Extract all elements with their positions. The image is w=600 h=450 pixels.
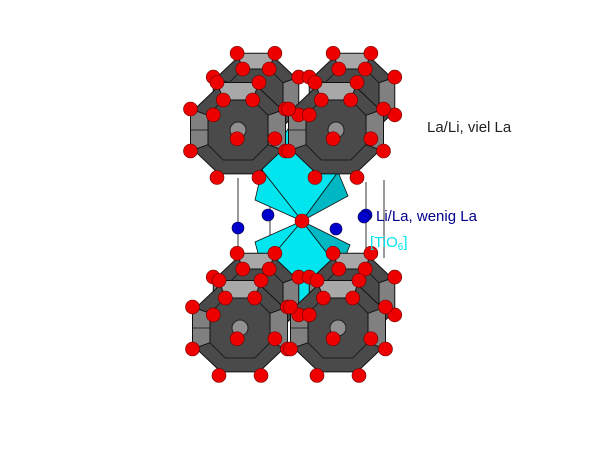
oxygen-atom [209,75,225,90]
oxygen-atom [325,131,341,147]
oxygen-atom [251,75,267,90]
polyhedron-layers [190,52,396,373]
oxygen-atom [315,290,331,306]
oxygen-atom [378,341,393,357]
oxygen-atom [253,273,269,288]
label-la-li-rich: La/Li, viel La [427,119,512,136]
oxygen-atom [216,92,231,108]
atoms [183,45,403,383]
oxygen-atom [267,245,283,261]
oxygen-atom [309,273,325,288]
oxygen-atom [376,101,391,117]
oxygen-atom [251,170,267,185]
oxygen-atom [283,299,298,315]
oxygen-atom [351,273,367,288]
oxygen-atom [387,269,403,285]
oxygen-atom [345,290,361,306]
oxygen-atom [343,92,359,108]
oxygen-atom [281,101,296,117]
label-tio6-subscript: 6 [397,242,404,253]
oxygen-atom [301,107,317,123]
oxygen-atom [267,131,283,147]
oxygen-atom [283,341,298,357]
li-la-atom [329,222,343,236]
oxygen-atom [387,69,403,85]
oxygen-atom [351,368,367,383]
oxygen-atom [229,131,245,147]
oxygen-atom [205,107,221,123]
oxygen-atom [261,261,277,277]
label-tio6: [TiO6] [370,234,408,253]
oxygen-atom [209,170,225,185]
oxygen-atom [267,331,283,347]
oxygen-atom [185,341,200,357]
oxygen-atom [309,368,325,383]
oxygen-atom [229,331,245,347]
oxygen-atom [281,143,296,159]
oxygen-atom [301,307,317,323]
oxygen-atom [307,75,323,90]
oxygen-atom [357,61,373,77]
label-tio6-suffix: ] [403,234,408,251]
oxygen-atom [294,213,310,229]
polyhedron-block [290,280,386,373]
oxygen-atom [363,245,379,261]
oxygen-atom [325,45,341,61]
oxygen-atom [218,290,233,306]
oxygen-atom [331,261,347,277]
oxygen-atom [349,75,365,90]
li-la-atom [357,210,371,224]
oxygen-atom [247,290,262,306]
oxygen-atom [378,299,393,315]
oxygen-atom [363,331,379,347]
oxygen-atom [313,92,329,108]
oxygen-atom [229,45,245,61]
label-tio6-prefix: [TiO [370,234,398,251]
oxygen-atom [325,245,341,261]
oxygen-atom [363,131,379,147]
oxygen-atom [211,368,227,383]
oxygen-atom [349,170,365,185]
li-la-atom [261,208,275,222]
oxygen-atom [183,101,198,117]
oxygen-atom [357,261,373,277]
oxygen-atom [205,307,221,323]
oxygen-atom [307,170,323,185]
oxygen-atom [325,331,341,347]
oxygen-atom [253,368,269,383]
oxygen-atom [331,61,347,77]
oxygen-atom [185,299,200,315]
label-li-la-poor: Li/La, wenig La [376,208,477,225]
oxygen-atom [183,143,198,159]
li-la-atom [231,221,245,235]
oxygen-atom [245,92,260,108]
oxygen-atom [363,45,379,61]
oxygen-atom [211,273,227,288]
oxygen-atom [229,245,245,261]
oxygen-atom [261,61,277,77]
octahedron-face [254,169,303,222]
oxygen-atom [235,61,251,77]
oxygen-atom [376,143,391,159]
oxygen-atom [235,261,251,277]
oxygen-atom [267,45,283,61]
octahedron-face [301,171,349,222]
